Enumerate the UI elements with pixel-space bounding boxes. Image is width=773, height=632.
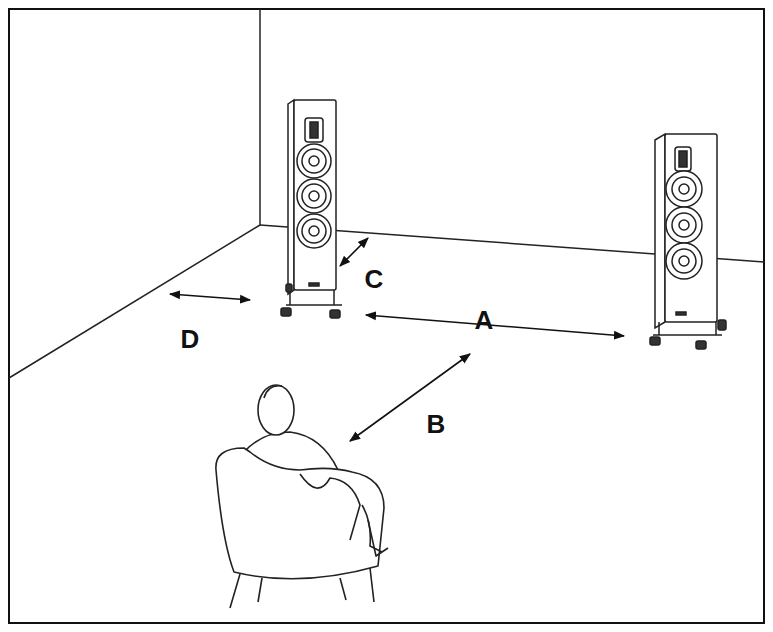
dimension-label: C (365, 266, 384, 292)
left-speaker (281, 100, 342, 318)
dimension-label: D (181, 326, 200, 352)
room-lines (9, 9, 764, 378)
right-speaker (650, 134, 726, 349)
dimension-arrows (170, 238, 624, 441)
listener-chair (216, 385, 388, 608)
frame (9, 9, 764, 623)
dimension-label: A (475, 307, 494, 333)
dimension-label: B (427, 411, 446, 437)
